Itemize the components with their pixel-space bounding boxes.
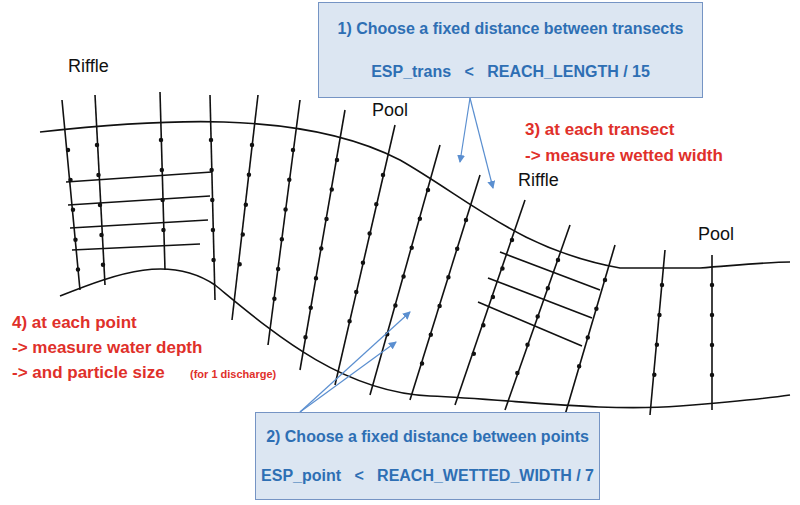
box-formula: ESP_point < REACH_WETTED_WIDTH / 7 [261, 467, 594, 485]
reach-label: Riffle [68, 56, 109, 77]
instruction-note: 4) at each point [12, 313, 137, 333]
info-box: 2) Choose a fixed distance between point… [255, 412, 600, 500]
instruction-note: 3) at each transect [525, 120, 674, 140]
reach-label: Pool [698, 224, 734, 245]
info-box: 1) Choose a fixed distance between trans… [318, 2, 703, 98]
box-heading: 1) Choose a fixed distance between trans… [338, 20, 684, 38]
instruction-note: -> and particle size [12, 363, 165, 383]
box-formula: ESP_trans < REACH_LENGTH / 15 [371, 63, 650, 81]
instruction-note: (for 1 discharge) [190, 368, 276, 380]
instruction-note: -> measure wetted width [525, 146, 723, 166]
leader-arrows [300, 98, 493, 412]
reach-label: Pool [372, 100, 408, 121]
box-heading: 2) Choose a fixed distance between point… [266, 428, 589, 446]
upper-bank [40, 122, 790, 268]
instruction-note: -> measure water depth [12, 338, 202, 358]
reach-label: Riffle [518, 170, 559, 191]
